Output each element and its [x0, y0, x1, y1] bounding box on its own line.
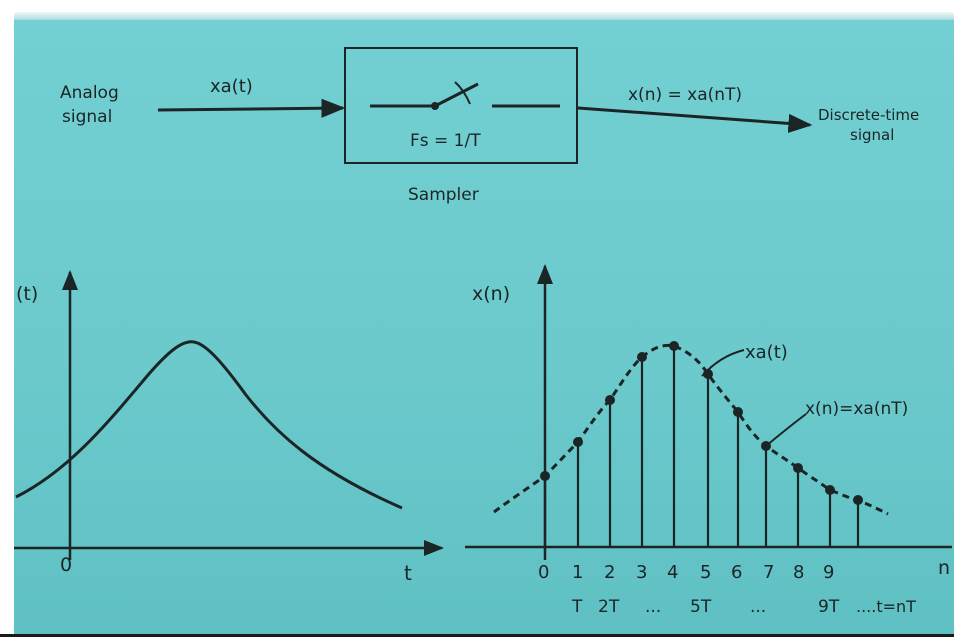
time-label-2T: 2T — [598, 597, 620, 617]
analog-signal-curve — [15, 340, 403, 510]
time-label-9T: 9T — [818, 597, 840, 617]
discrete-plot: x(n) n 0 1 2 3 4 5 6 7 8 9 T 2T ... 5T — [465, 264, 952, 617]
sample-index-label: 7 — [763, 562, 774, 583]
time-label-T: T — [571, 597, 583, 617]
samples-label-leader — [765, 413, 807, 447]
curve-label: xa(t) — [745, 342, 788, 363]
block-diagram: Analog signal xa(t) Fs = 1/T Sampler x(n… — [60, 47, 919, 205]
sample-point — [573, 437, 583, 447]
sample-point — [669, 341, 679, 351]
time-labels: T 2T ... 5T ... 9T ....t=nT — [571, 597, 916, 617]
analog-y-label: (t) — [16, 283, 38, 305]
time-label-ellipsis: ... — [645, 597, 661, 617]
output-signal-label: x(n) = xa(nT) — [628, 85, 742, 105]
sample-index-labels: 0 1 2 3 4 5 6 7 8 9 — [538, 562, 834, 583]
analog-plot: (t) t 0 — [14, 270, 444, 585]
input-signal-label: xa(t) — [210, 76, 253, 97]
input-label-line1: Analog — [60, 83, 119, 103]
sample-index-label: 0 — [538, 562, 549, 583]
input-label-line2: signal — [62, 107, 112, 127]
sample-point — [540, 471, 550, 481]
time-label-5T: 5T — [690, 597, 712, 617]
sample-point — [605, 395, 615, 405]
sampler-label: Sampler — [408, 185, 479, 205]
output-arrow — [577, 106, 813, 133]
sample-stems — [540, 341, 863, 547]
output-label-line1: Discrete-time — [818, 106, 919, 124]
curve-label-leader — [701, 349, 745, 377]
sample-point — [637, 352, 647, 362]
sample-index-label: 9 — [823, 562, 834, 583]
sample-index-label: 3 — [636, 562, 647, 583]
photo-top-edge — [14, 12, 954, 20]
discrete-y-label: x(n) — [472, 283, 510, 305]
switch-blade — [434, 82, 479, 108]
sample-index-label: 5 — [700, 562, 711, 583]
frame-bottom-border — [0, 634, 954, 637]
output-label-line2: signal — [850, 126, 894, 144]
sample-point — [853, 495, 863, 505]
sample-index-label: 2 — [604, 562, 615, 583]
sample-index-label: 8 — [793, 562, 804, 583]
time-label-t-equals-nT: ....t=nT — [856, 597, 916, 616]
sampler-box — [344, 47, 578, 164]
sample-point — [825, 485, 835, 495]
sample-index-label: 4 — [667, 562, 678, 583]
analog-x-label: t — [404, 561, 412, 585]
sample-point — [793, 463, 803, 473]
sample-point — [733, 407, 743, 417]
sample-index-label: 6 — [731, 562, 742, 583]
time-label-ellipsis: ... — [750, 597, 766, 617]
sample-index-label: 1 — [572, 562, 583, 583]
sampler-rate-label: Fs = 1/T — [410, 131, 481, 151]
switch-motion-arc — [454, 81, 471, 105]
input-arrow — [157, 98, 346, 118]
samples-label: x(n)=xa(nT) — [805, 399, 908, 419]
discrete-x-label: n — [938, 557, 950, 579]
analog-origin-label: 0 — [60, 554, 72, 576]
